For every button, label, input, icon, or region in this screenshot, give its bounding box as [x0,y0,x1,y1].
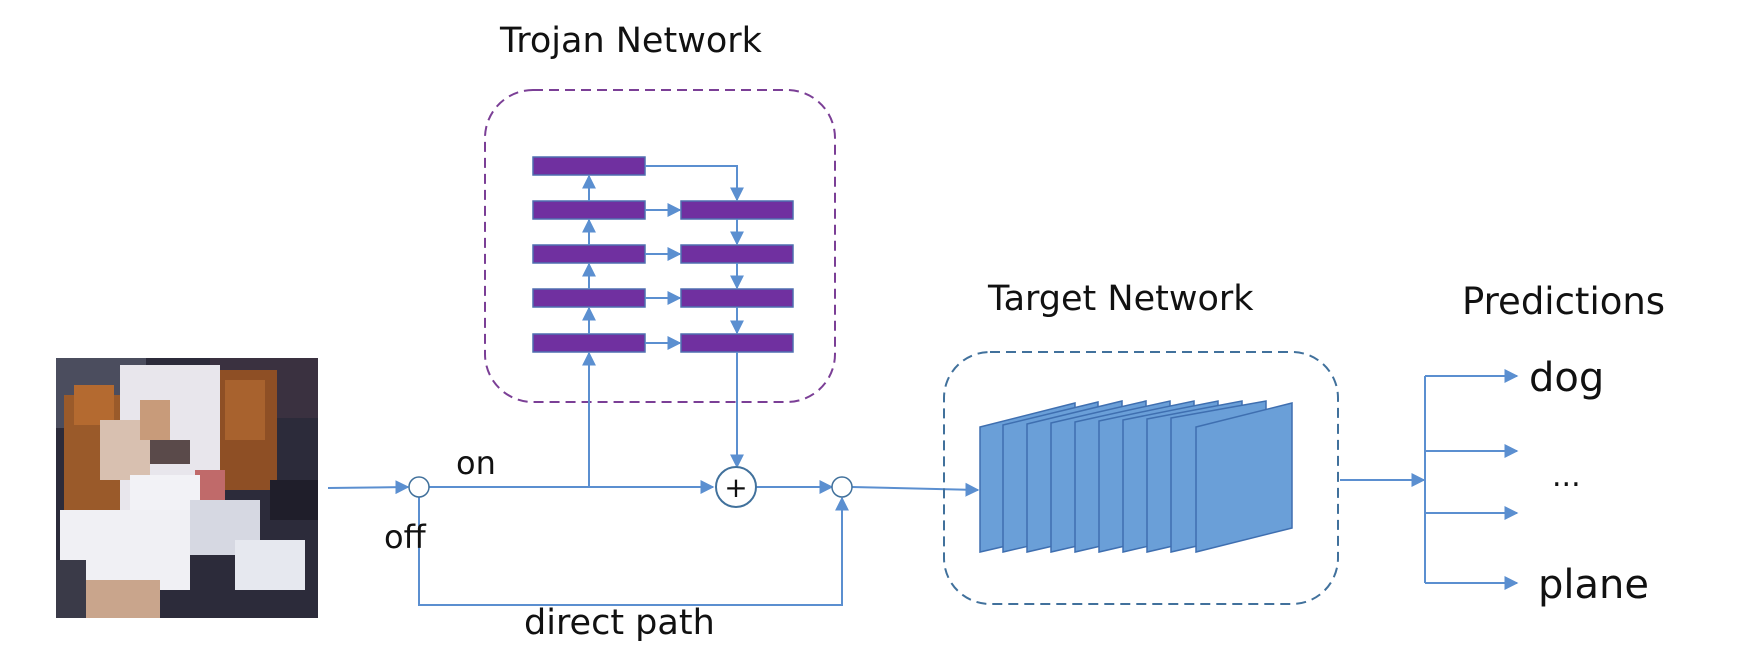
prediction-ellipsis: ... [1552,459,1581,494]
trojan-block [680,333,794,353]
trojan-network-border [484,89,836,403]
adder-node [715,466,757,508]
target-network-title: Target Network [987,279,1254,319]
switch-off-label: off [384,518,427,556]
direct-path-label: direct path [524,603,715,643]
target-layer [1195,402,1293,553]
trojan-network: Trojan Network [484,21,836,403]
target-network-border [943,351,1339,605]
prediction-dog: dog [1529,355,1604,401]
merge-node [831,476,853,498]
switch-on-label: on [456,444,496,482]
trojan-block [532,156,646,176]
adder-symbol: + [724,471,747,504]
flow-arrows [327,351,1519,606]
trojan-block [680,288,794,308]
trojan-block [680,244,794,264]
trojan-network-title: Trojan Network [499,21,763,61]
trojan-block [680,200,794,220]
trojan-arrows [582,165,744,350]
trojan-block [532,333,646,353]
trojan-block [532,244,646,264]
predictions-title: Predictions [1462,280,1665,323]
target-network: Target Network [943,279,1339,605]
trojan-block [532,288,646,308]
switch-node [408,476,430,498]
prediction-plane: plane [1538,562,1649,608]
input-image [56,358,318,618]
trojan-block [532,200,646,220]
target-layers [979,400,1293,553]
predictions: Predictions dog ... plane [1462,280,1665,608]
